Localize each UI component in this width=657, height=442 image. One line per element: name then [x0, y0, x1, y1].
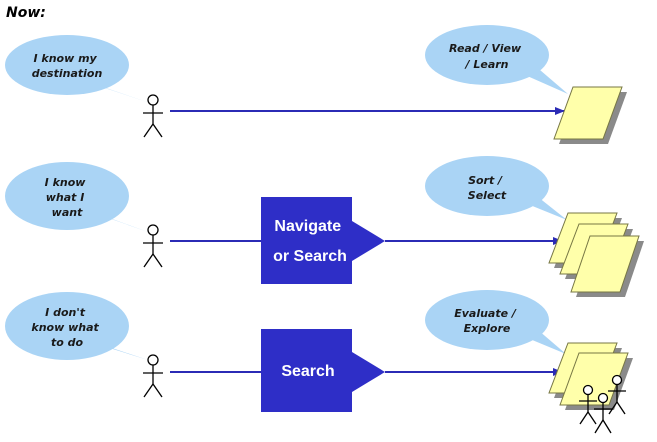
user-bubble-2-line-3: want [52, 206, 83, 219]
user-bubble-3: I don't know what to do [5, 292, 148, 360]
stick-figure-1 [143, 94, 163, 138]
process-box-navigate-search: Navigate or Search [261, 197, 385, 284]
task-bubble-2-line-2: Select [468, 189, 507, 202]
row-3: I don't know what to do Search Evaluate … [5, 290, 633, 434]
task-bubble-2-text: Sort / Select [468, 174, 507, 202]
task-bubble-1-text: Read / View / Learn [449, 42, 525, 71]
row-2: I know what I want Navigate or Search [5, 156, 644, 297]
process-box-2-line-1: Navigate [274, 218, 341, 235]
user-bubble-2-line-2: what I [46, 191, 85, 204]
document-people-icon-3 [548, 342, 633, 434]
stick-figure-2 [143, 224, 163, 268]
task-bubble-3-line-1: Evaluate / [454, 307, 517, 320]
user-bubble-2-text: I know what I want [45, 176, 90, 219]
user-bubble-3-text: I don't know what to do [31, 306, 102, 349]
task-bubble-1-line-2: / Learn [464, 58, 509, 71]
user-bubble-1-line-1: I know my [33, 52, 97, 65]
user-bubble-3-line-1: I don't [45, 306, 86, 319]
process-box-3-label: Search [281, 363, 334, 380]
row-1: I know my destination Read / View / Lear… [5, 25, 627, 144]
user-bubble-3-line-2: know what [31, 321, 99, 334]
diagram-title: Now: [6, 5, 46, 21]
task-bubble-3: Evaluate / Explore [425, 290, 566, 354]
task-bubble-3-text: Evaluate / Explore [454, 307, 520, 335]
group-figure-right [608, 374, 626, 415]
task-bubble-1-line-1: Read / View [449, 42, 522, 55]
group-figure-left [579, 384, 597, 425]
process-box-search: Search [261, 329, 385, 412]
task-bubble-3-line-2: Explore [464, 322, 511, 335]
task-bubble-2-line-1: Sort / [468, 174, 503, 187]
user-bubble-1-text: I know my destination [32, 52, 103, 80]
user-bubble-1: I know my destination [5, 35, 150, 103]
process-box-2-text: Navigate or Search [273, 218, 347, 265]
user-bubble-3-line-3: to do [51, 336, 84, 349]
user-bubble-1-line-2: destination [32, 67, 103, 80]
document-icon-1 [553, 86, 627, 144]
process-box-2-line-2: or Search [273, 248, 347, 265]
document-stack-icon-2 [548, 212, 644, 297]
task-bubble-1: Read / View / Learn [425, 25, 568, 94]
user-bubble-2-line-1: I know [45, 176, 87, 189]
stick-figure-3 [143, 354, 163, 398]
user-bubble-2: I know what I want [5, 162, 148, 232]
task-bubble-2: Sort / Select [425, 156, 567, 220]
group-figure-front [594, 392, 612, 434]
